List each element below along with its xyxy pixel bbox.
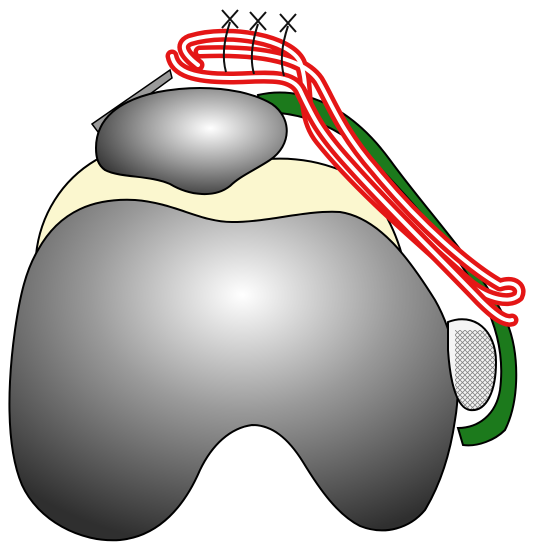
femoral-condyles	[9, 200, 457, 540]
